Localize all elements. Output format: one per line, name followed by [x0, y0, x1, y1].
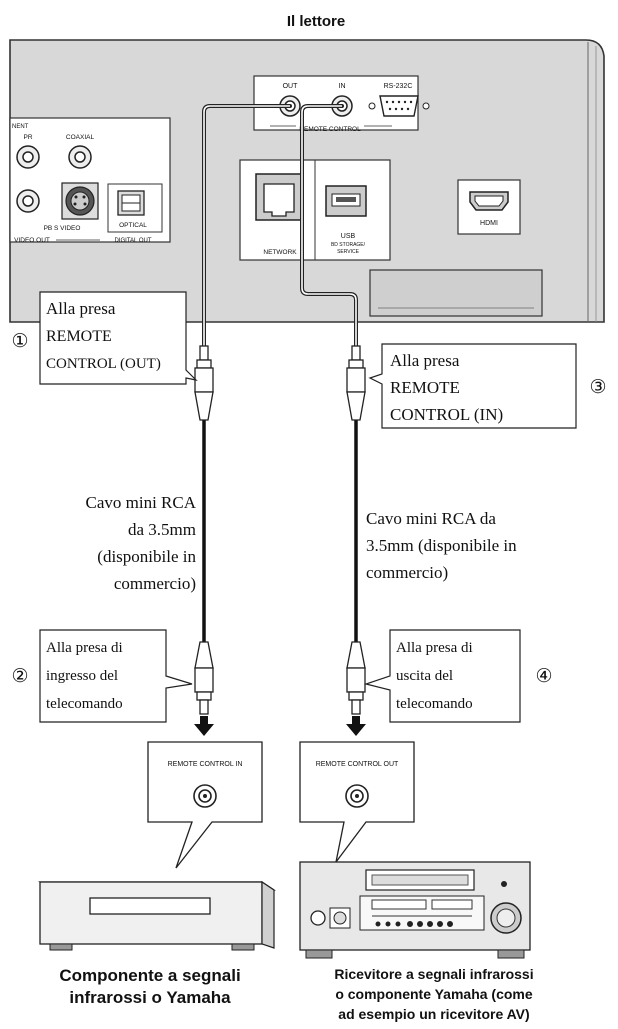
callout-4-number: ④	[535, 666, 552, 687]
av-receiver-device	[299, 861, 531, 959]
caption-left-line-2: infrarossi o Yamaha	[69, 988, 231, 1007]
plug-left-top	[194, 345, 214, 421]
remote-control-panel-label: REMOTE CONTROL	[299, 126, 361, 133]
callout-4: Alla presa di uscita del telecomando ④	[363, 629, 553, 723]
callout-3: Alla presa REMOTE CONTROL (IN) ③	[368, 343, 607, 429]
cable-label-left-line-4: commercio)	[114, 574, 196, 593]
caption-right: Ricevitore a segnali infrarossi o compon…	[334, 966, 533, 1022]
network-label: NETWORK	[263, 249, 297, 256]
cable-label-left-line-3: (disponibile in	[97, 547, 196, 566]
callout-1-line-3: CONTROL (OUT)	[46, 356, 161, 372]
cable-label-right-line-2: 3.5mm (disponibile in	[366, 536, 517, 555]
callout-1-line-1: Alla presa	[46, 299, 116, 318]
coaxial-jack	[68, 145, 92, 169]
callout-2: Alla presa di ingresso del telecomando ②	[11, 629, 193, 723]
hdmi-label: HDMI	[480, 220, 498, 227]
infrared-component-device	[38, 880, 276, 951]
jack-box-left: REMOTE CONTROL IN	[147, 741, 263, 869]
caption-right-line-2: o componente Yamaha (come	[335, 986, 533, 1002]
coaxial-label: COAXIAL	[66, 134, 95, 141]
plug-right-top	[346, 345, 366, 421]
callout-2-number: ②	[11, 666, 28, 687]
callout-1: Alla presa REMOTE CONTROL (OUT) ①	[11, 291, 198, 385]
pb-s-video-label: PB S VIDEO	[44, 225, 81, 232]
rs232c-port	[368, 95, 430, 117]
callout-3-line-2: REMOTE	[390, 378, 460, 397]
player-rear-panel: OUT IN RS-232C REMOTE CONTROL NENT	[9, 39, 605, 323]
cable-label-left-line-1: Cavo mini RCA	[85, 493, 196, 512]
callout-2-line-3: telecomando	[46, 696, 123, 712]
callout-3-line-3: CONTROL (IN)	[390, 405, 503, 424]
component-partial-label: NENT	[12, 124, 29, 130]
receiver-volume-knob	[490, 902, 522, 934]
jack-box-left-label: REMOTE CONTROL IN	[168, 761, 243, 768]
callout-4-line-1: Alla presa di	[396, 640, 473, 656]
arrow-down-right	[346, 716, 366, 736]
callout-1-line-2: REMOTE	[46, 328, 112, 345]
usb-sub-label: BD STORAGE/	[331, 242, 366, 248]
cable-label-right-line-1: Cavo mini RCA da	[366, 509, 496, 528]
usb-port	[325, 185, 367, 217]
jack-box-right-label: REMOTE CONTROL OUT	[316, 761, 399, 768]
callout-2-line-1: Alla presa di	[46, 640, 123, 656]
plug-left-bottom	[194, 641, 214, 715]
remote-control-in-jack	[193, 784, 217, 808]
digital-out-label: DIGITAL OUT	[114, 238, 151, 244]
hdmi-port	[469, 191, 509, 211]
arrow-down-left	[194, 716, 214, 736]
cable-label-right-line-3: commercio)	[366, 563, 448, 582]
remote-in-label: IN	[339, 83, 346, 90]
usb-sub2-label: SERVICE	[337, 249, 360, 255]
optical-label: OPTICAL	[119, 222, 147, 229]
remote-control-out-jack	[345, 784, 369, 808]
pb-jack	[16, 189, 40, 213]
callout-3-line-1: Alla presa	[390, 351, 460, 370]
callout-1-number: ①	[11, 331, 28, 352]
network-port	[255, 173, 303, 221]
receiver-display	[371, 874, 469, 886]
caption-left: Componente a segnali infrarossi o Yamaha	[59, 966, 240, 1007]
cable-label-left: Cavo mini RCA da 3.5mm (disponibile in c…	[85, 493, 196, 593]
rs232c-label: RS-232C	[384, 83, 413, 90]
optical-jack	[117, 190, 145, 216]
device-slot	[89, 897, 211, 915]
caption-right-line-1: Ricevitore a segnali infrarossi	[334, 966, 533, 982]
plug-right-bottom	[346, 641, 366, 715]
pr-jack	[16, 145, 40, 169]
usb-label: USB	[341, 233, 356, 240]
caption-left-line-1: Componente a segnali	[59, 966, 240, 985]
caption-right-line-3: ad esempio un ricevitore AV)	[338, 1006, 529, 1022]
cable-label-left-line-2: da 3.5mm	[128, 520, 196, 539]
callout-3-number: ③	[589, 377, 606, 398]
cable-label-right: Cavo mini RCA da 3.5mm (disponibile in c…	[366, 509, 517, 582]
callout-2-line-2: ingresso del	[46, 668, 118, 684]
pr-label: PR	[23, 134, 32, 141]
cable-left	[202, 104, 290, 642]
remote-out-label: OUT	[283, 83, 299, 90]
jack-box-right: REMOTE CONTROL OUT	[299, 741, 415, 863]
video-out-label: VIDEO OUT	[14, 237, 50, 244]
player-foot	[369, 269, 543, 317]
diagram-title: Il lettore	[287, 13, 345, 30]
s-video-jack	[61, 182, 99, 220]
callout-4-line-2: uscita del	[396, 668, 453, 684]
cable-right	[300, 104, 358, 642]
callout-4-line-3: telecomando	[396, 696, 473, 712]
